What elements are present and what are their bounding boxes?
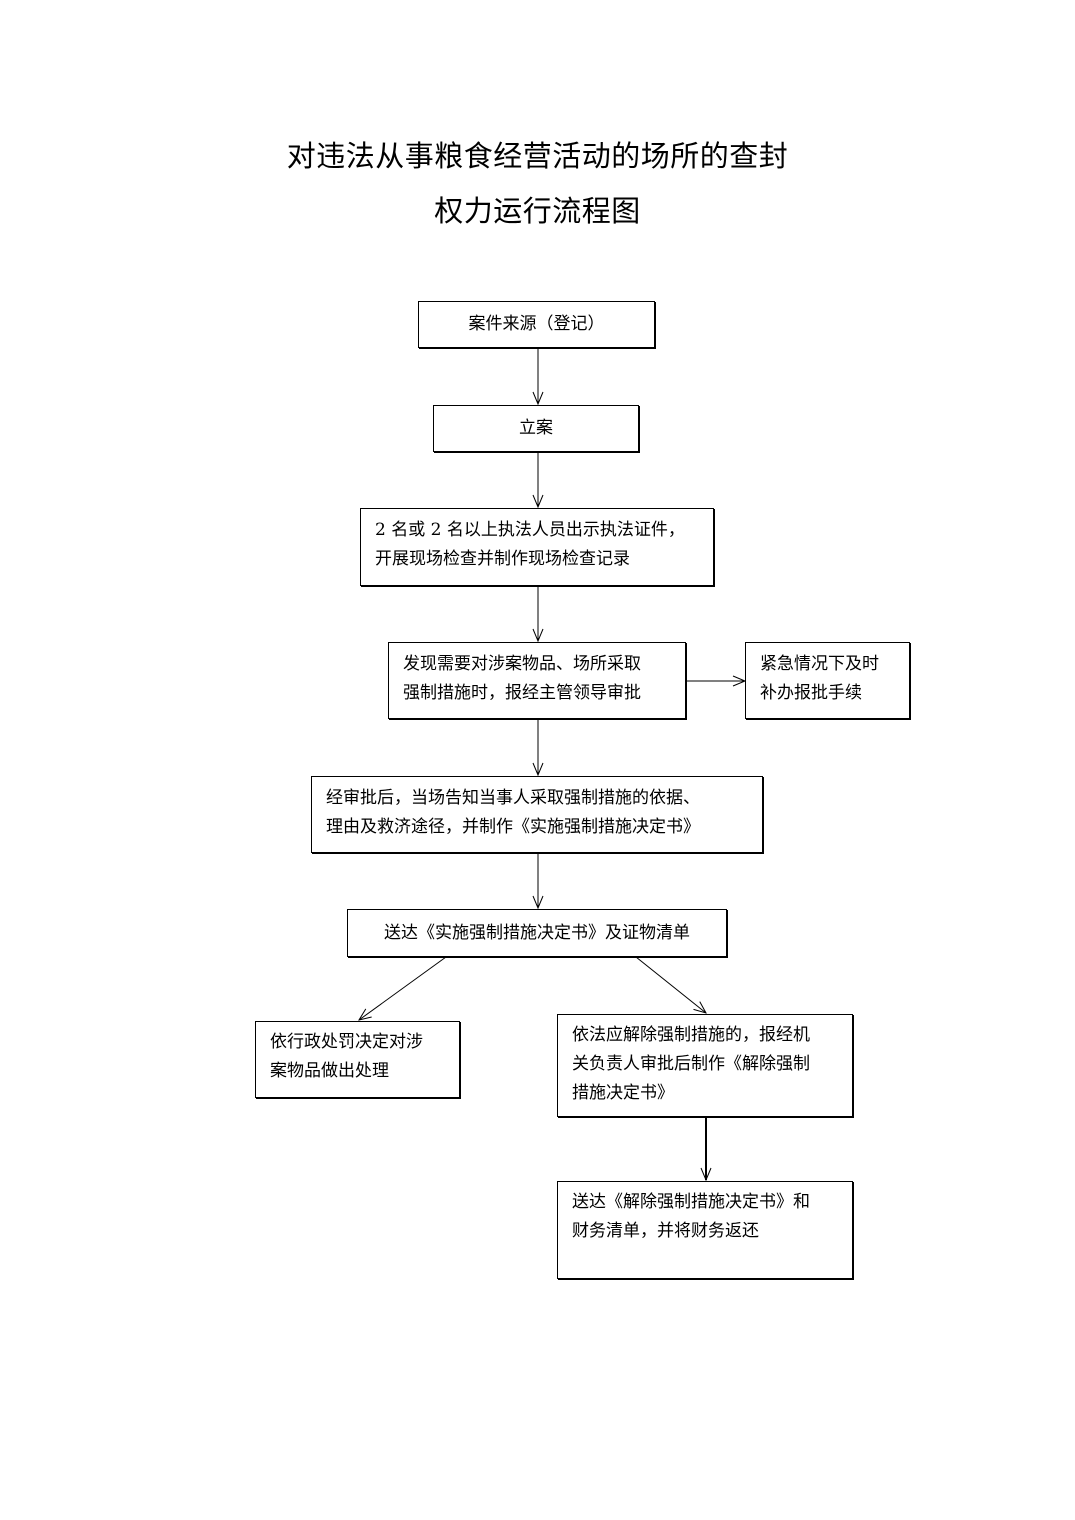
page-title-line-2: 权力运行流程图 (434, 194, 641, 228)
step-inspection: 2 名或 2 名以上执法人员出示执法证件， 开展现场检查并制作现场检查记录 (360, 508, 714, 586)
step-case-source-label: 案件来源（登记） (468, 314, 605, 334)
step-penalty-line-2: 案物品做出处理 (270, 1061, 389, 1081)
step-notify: 经审批后，当场告知当事人采取强制措施的依据、 理由及救济途径，并制作《实施强制措… (311, 776, 763, 853)
step-release: 依法应解除强制措施的，报经机 关负责人审批后制作《解除强制 措施决定书》 (557, 1014, 853, 1117)
step-penalty-line-1: 依行政处罚决定对涉 (270, 1032, 423, 1052)
step-approval-line-1: 发现需要对涉案物品、场所采取 (403, 654, 641, 674)
step-penalty: 依行政处罚决定对涉 案物品做出处理 (255, 1021, 460, 1098)
step-inspection-line-2: 开展现场检查并制作现场检查记录 (375, 549, 630, 569)
step-return-line-1: 送达《解除强制措施决定书》和 (572, 1192, 810, 1212)
step-inspection-line-1: 2 名或 2 名以上执法人员出示执法证件， (375, 520, 685, 540)
step-notify-line-1: 经审批后，当场告知当事人采取强制措施的依据、 (326, 788, 700, 808)
step-release-line-1: 依法应解除强制措施的，报经机 (572, 1025, 810, 1045)
step-emergency: 紧急情况下及时 补办报批手续 (745, 642, 910, 719)
step-emergency-line-1: 紧急情况下及时 (760, 654, 879, 674)
step-notify-line-2: 理由及救济途径，并制作《实施强制措施决定书》 (326, 817, 700, 837)
arrow-deliver-to-penalty (359, 956, 447, 1020)
step-deliver-label: 送达《实施强制措施决定书》及证物清单 (384, 922, 690, 943)
step-return-line-2: 财务清单，并将财务返还 (572, 1221, 759, 1241)
step-case-source: 案件来源（登记） (418, 301, 655, 348)
step-emergency-line-2: 补办报批手续 (760, 683, 862, 703)
step-filing: 立案 (433, 405, 639, 452)
step-approval: 发现需要对涉案物品、场所采取 强制措施时，报经主管领导审批 (388, 642, 686, 719)
step-approval-line-2: 强制措施时，报经主管领导审批 (403, 683, 641, 703)
step-release-line-2: 关负责人审批后制作《解除强制 (572, 1054, 810, 1074)
page-title-line-1: 对违法从事粮食经营活动的场所的查封 (286, 139, 789, 173)
step-return: 送达《解除强制措施决定书》和 财务清单，并将财务返还 (557, 1181, 853, 1279)
step-release-line-3: 措施决定书》 (572, 1083, 674, 1103)
step-filing-label: 立案 (519, 418, 553, 438)
arrow-deliver-to-release (635, 956, 706, 1013)
step-deliver: 送达《实施强制措施决定书》及证物清单 (347, 909, 727, 957)
